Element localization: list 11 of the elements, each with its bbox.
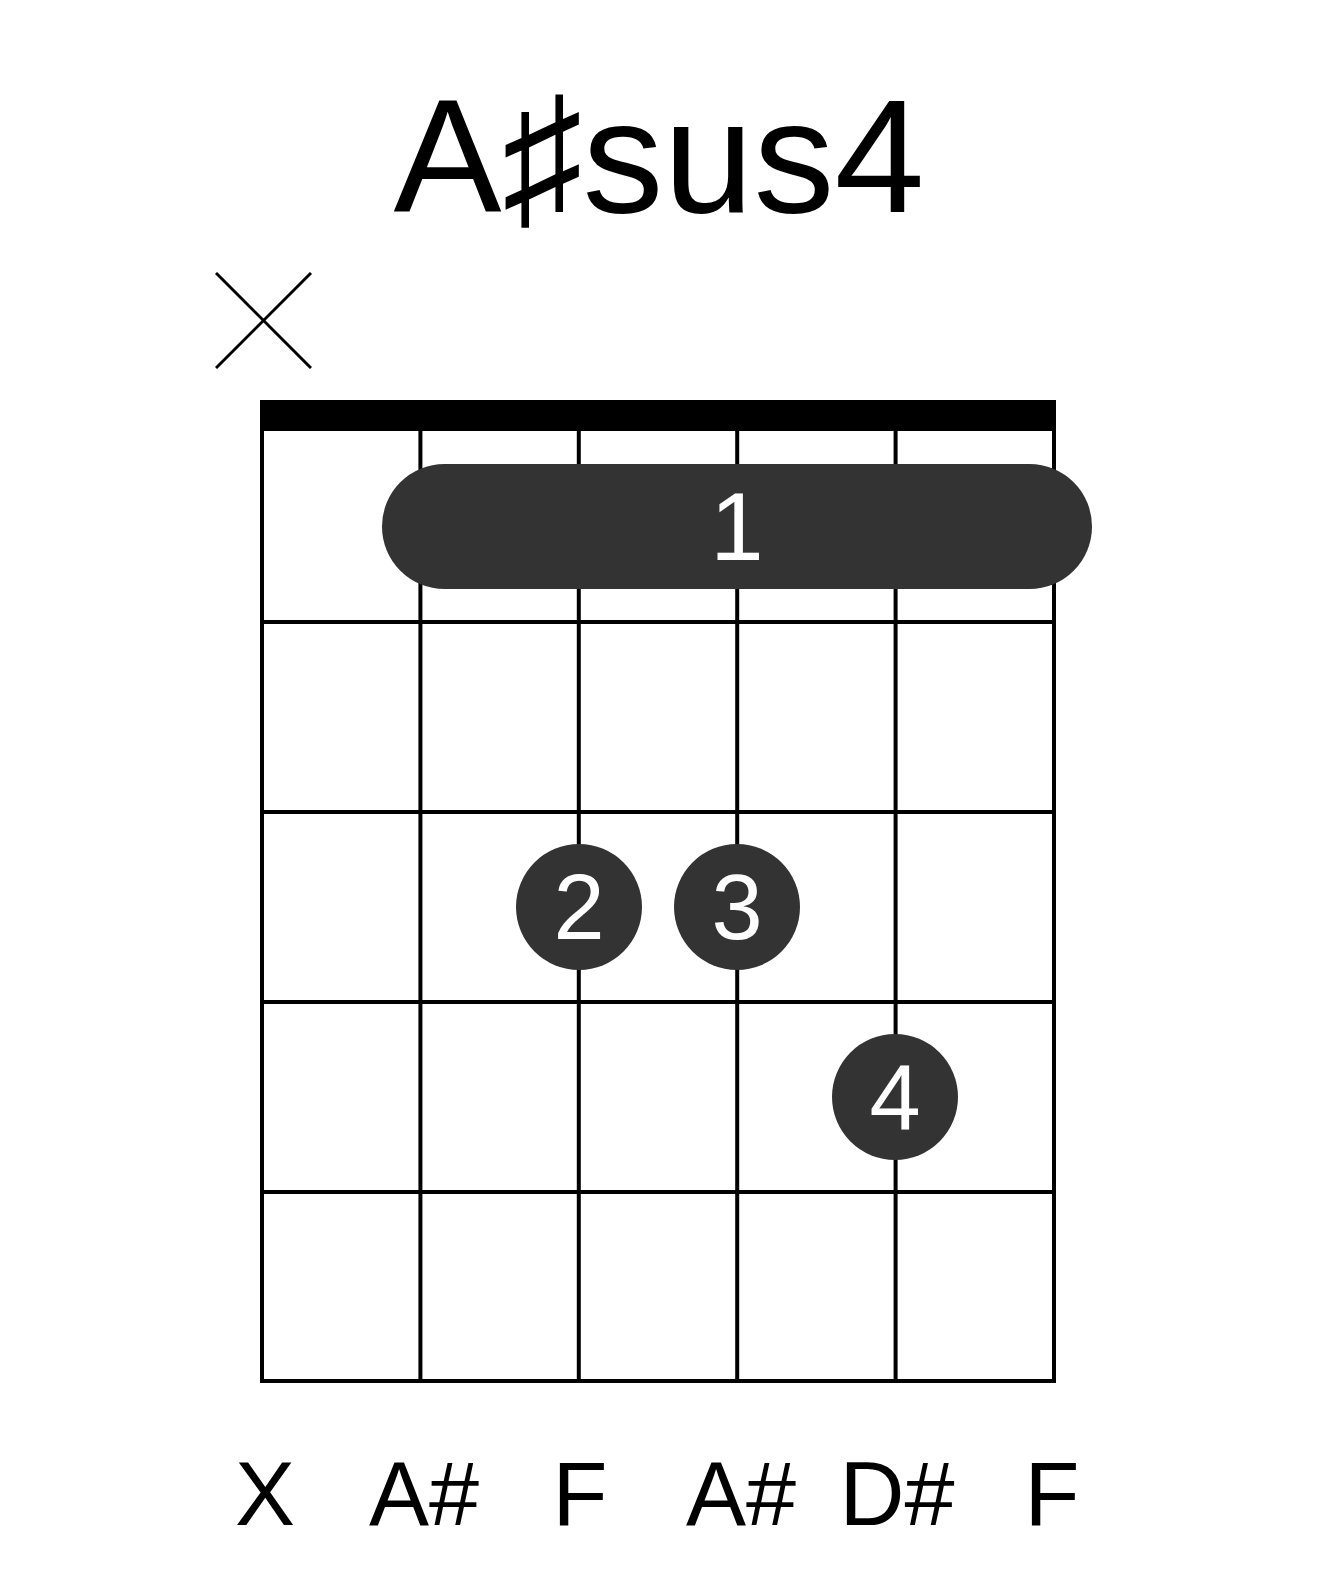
finger-number: 3: [711, 861, 763, 953]
string-note-label: F: [1024, 1448, 1080, 1539]
finger-number: 2: [553, 861, 605, 953]
finger-number: 1: [710, 478, 764, 575]
string-note-label: D#: [839, 1448, 955, 1539]
finger-number: 4: [869, 1051, 921, 1143]
string-note-label: A#: [368, 1448, 480, 1539]
string-note-label: X: [235, 1448, 295, 1539]
chord-title: A♯sus4: [393, 74, 925, 237]
string-note-label: A#: [685, 1448, 797, 1539]
string-note-label: F: [552, 1448, 608, 1539]
